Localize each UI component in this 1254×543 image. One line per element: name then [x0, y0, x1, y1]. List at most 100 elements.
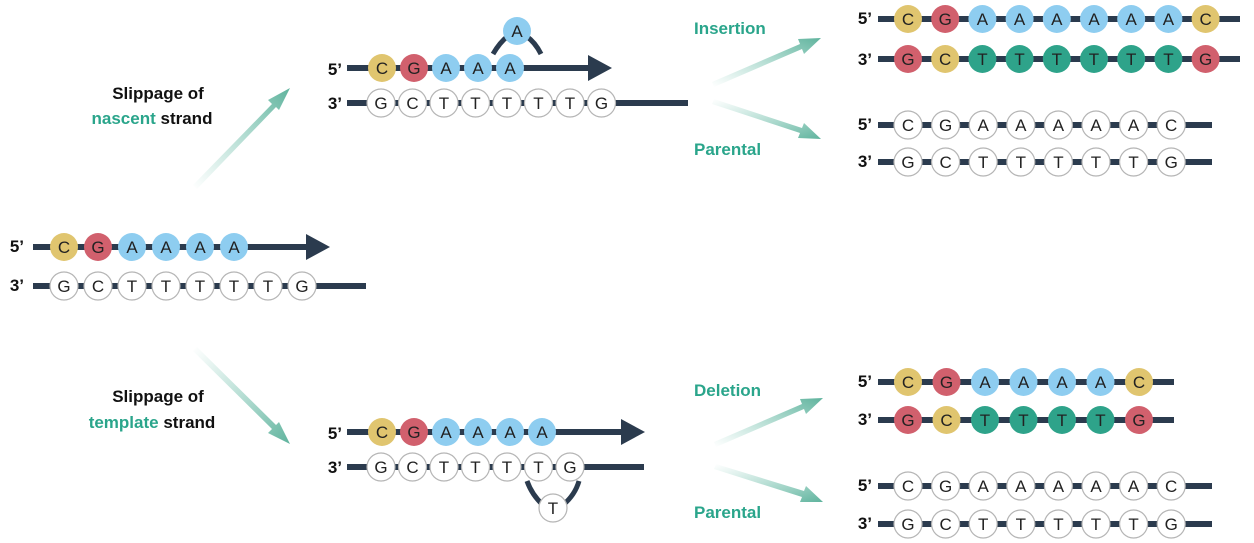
- deletion_top-nt-4-circle: [1048, 368, 1076, 396]
- parental_bottom_top-nt-0-letter: C: [902, 477, 914, 496]
- template_slip_bottom-nt-1-circle: [397, 452, 428, 482]
- parental_top_top-nt-5-circle: [1081, 110, 1111, 140]
- original_bottom-nt-5-letter: T: [229, 277, 239, 296]
- nascent_slip_bottom-nt-0: G: [366, 88, 396, 118]
- parental_top_bottom-nt-0-letter: G: [901, 153, 914, 172]
- parental_top_top-nt-6-circle: [1118, 110, 1149, 140]
- original_top-nt-0-letter: C: [58, 238, 70, 257]
- deletion_top-nt-3-letter: A: [1018, 373, 1030, 392]
- original_top-nt-4-letter: A: [194, 238, 206, 257]
- original_bottom-nt-5: T: [219, 271, 249, 301]
- original_bottom-nt-4-letter: T: [195, 277, 205, 296]
- original_top-nt-0-circle: [50, 233, 78, 261]
- insertion_bottom-nt-5-circle: [1080, 45, 1108, 73]
- insertion_bottom-nt-1-circle: [931, 45, 960, 73]
- original_top-nt-5-letter: A: [228, 238, 240, 257]
- parental_top_top-nt-0: C: [893, 110, 923, 140]
- deletion_top-nt-0-circle: [894, 368, 922, 396]
- insertion_top-nt-2-letter: A: [977, 10, 989, 29]
- parental_bottom_top-nt-0: C: [893, 471, 923, 501]
- parental_bottom_top-nt-3: A: [1006, 471, 1036, 501]
- parental_top_top-nt-6-letter: A: [1128, 116, 1140, 135]
- insertion_bottom-nt-6-letter: T: [1126, 50, 1136, 69]
- deletion_top-nt-3-circle: [1009, 368, 1038, 396]
- nascent_slip_bottom-nt-7: G: [586, 88, 617, 118]
- original_top-arrowhead: [306, 234, 330, 260]
- nascent_slip_bottom-nt-6-letter: T: [565, 94, 575, 113]
- five-prime-label-template: 5’: [328, 424, 342, 443]
- insertion_bottom-nt-0-circle: [894, 45, 922, 73]
- insertion_top-nt-7-letter: A: [1163, 10, 1175, 29]
- three-prime-label-parental-top: 3’: [858, 152, 872, 171]
- deletion_bottom-nt-1: C: [932, 406, 961, 434]
- insertion_bottom-nt-2: T: [968, 45, 997, 73]
- insertion_top-nt-0-letter: C: [902, 10, 914, 29]
- template_slip_top-nt-5-circle: [528, 418, 556, 446]
- nascent_slip_bottom-nt-7-letter: G: [595, 94, 608, 113]
- parental_top_bottom-nt-1-letter: C: [939, 153, 951, 172]
- deletion_bottom-nt-1-letter: C: [940, 411, 952, 430]
- parental_bottom_top-nt-2-letter: A: [978, 477, 990, 496]
- original_bottom-nt-4: T: [185, 271, 215, 301]
- original_top-nt-5: A: [220, 233, 248, 261]
- parental_top_top-nt-1: G: [930, 110, 961, 140]
- parental_bottom_top-nt-5-letter: A: [1090, 477, 1102, 496]
- parental_top_bottom-nt-2-circle: [968, 147, 998, 177]
- nascent_slip_top-nt-2-circle: [432, 54, 460, 82]
- strand-backbones: [33, 16, 1240, 527]
- template_slip_bottom-nt-1-letter: C: [406, 458, 418, 477]
- template_slip_bottom-nt-4-letter: T: [502, 458, 512, 477]
- template_slip_top-nt-2-circle: [432, 418, 460, 446]
- insertion_top-nt-4-letter: A: [1051, 10, 1063, 29]
- five-prime-label-parental-top: 5’: [858, 115, 872, 134]
- nascent_slip_top-nt-4: A: [496, 54, 524, 82]
- deletion_top-nt-6-circle: [1125, 368, 1153, 396]
- insertion_bottom-nt-3-circle: [1005, 45, 1034, 73]
- original_bottom-nt-3: T: [151, 271, 181, 301]
- original_bottom-nt-1-letter: C: [92, 277, 104, 296]
- template_slip_top-nt-1-circle: [400, 418, 428, 446]
- template_slip_top-nt-1: G: [400, 418, 428, 446]
- template_slip_top-nt-2: A: [432, 418, 460, 446]
- deletion_bottom-nt-3-letter: T: [1018, 411, 1028, 430]
- insertion_top-nt-4-circle: [1042, 5, 1071, 33]
- insertion_bottom-nt-5-letter: T: [1089, 50, 1099, 69]
- template_slip_bottom-nt-5-circle: [523, 452, 554, 482]
- nascent_slip_bottom-nt-1-letter: C: [406, 94, 418, 113]
- insertion_top-nt-8-letter: C: [1199, 10, 1211, 29]
- template-caption-line1: Slippage of: [112, 387, 204, 406]
- template_slip_bottom-nt-1: C: [397, 452, 428, 482]
- parental_bottom_top-nt-3-circle: [1006, 471, 1036, 501]
- original_bottom-nt-0: G: [49, 271, 79, 301]
- template_slip_bottom-nt-0: G: [366, 452, 396, 482]
- parental_bottom_bottom-nt-3-circle: [1006, 509, 1036, 539]
- parental_bottom_bottom-nt-1-letter: C: [939, 515, 951, 534]
- template_slip_bottom-nt-4-circle: [492, 452, 522, 482]
- deletion_top-nt-0-letter: C: [902, 373, 914, 392]
- insertion_top-nt-2: A: [968, 5, 997, 33]
- parental_top_bottom-nt-3: T: [1006, 147, 1036, 177]
- nascent_slip_loop-nt-0: A: [503, 17, 531, 45]
- five-prime-label-parental-bottom: 5’: [858, 476, 872, 495]
- insertion_bottom-nt-6: T: [1117, 45, 1146, 73]
- parental_bottom_top-nt-3-letter: A: [1015, 477, 1027, 496]
- parental_top_top-nt-2-circle: [968, 110, 998, 140]
- nascent_slip_bottom-nt-6: T: [555, 88, 585, 118]
- template_slip_top-nt-3: A: [464, 418, 492, 446]
- parental_top_bottom-nt-6-letter: T: [1128, 153, 1138, 172]
- parental_bottom_bottom-nt-3-letter: T: [1016, 515, 1026, 534]
- parental_top_top-nt-4-letter: A: [1053, 116, 1065, 135]
- template_slip_bottom-nt-0-letter: G: [374, 458, 387, 477]
- original_bottom-nt-2: T: [117, 271, 147, 301]
- nascent_slip_bottom-nt-4-letter: T: [502, 94, 512, 113]
- parental_bottom_bottom-nt-5-circle: [1081, 509, 1111, 539]
- parental_top_top-nt-7-circle: [1156, 110, 1186, 140]
- original_top-nt-2-circle: [118, 233, 146, 261]
- deletion_bottom-nt-2: T: [971, 406, 999, 434]
- deletion_bottom-nt-5-circle: [1086, 406, 1115, 434]
- nascent_slip_top-nt-2-letter: A: [440, 59, 452, 78]
- insertion_top-nt-6-letter: A: [1126, 10, 1138, 29]
- parental_top_bottom-nt-1: C: [930, 147, 961, 177]
- end-labels: 5’ 3’ 5’ 3’ 5’ 3’ 5’ 3’ 5’ 3’ 5’ 3’ 5’ 3…: [10, 9, 872, 533]
